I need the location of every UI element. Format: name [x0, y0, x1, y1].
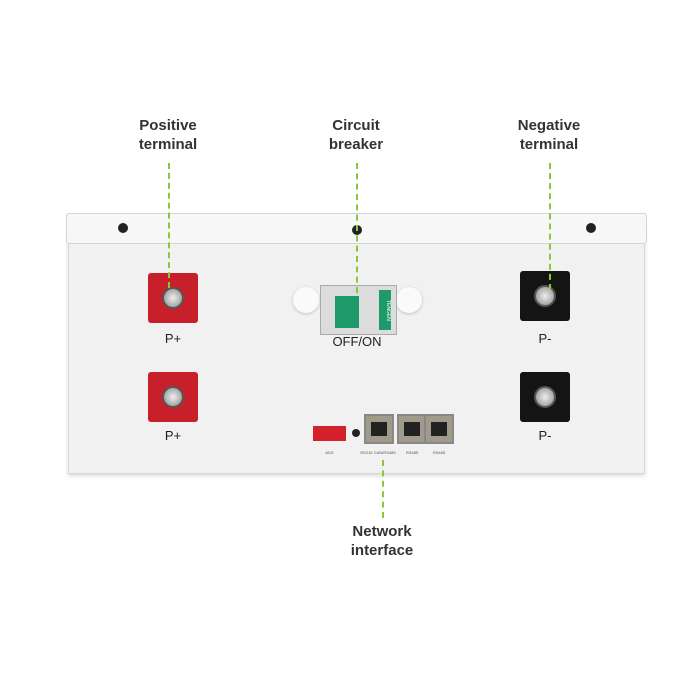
network-interface-callout: Network interface: [312, 522, 452, 560]
callout-text: breaker: [328, 136, 384, 153]
negative-terminal: [520, 271, 570, 321]
screw-icon: [586, 223, 596, 233]
positive-terminal: [148, 372, 198, 422]
negative-terminal-label: P-: [538, 331, 552, 346]
breaker-brand: TENGEN: [379, 290, 391, 330]
circuit-breaker[interactable]: TENGEN: [320, 285, 397, 335]
callout-line: [382, 460, 384, 518]
breaker-mount: [396, 287, 422, 313]
negative-terminal-callout: Negative terminal: [479, 116, 619, 154]
negative-terminal: [520, 372, 570, 422]
negative-terminal-label: P-: [538, 428, 552, 443]
positive-terminal: [148, 273, 198, 323]
callout-text: terminal: [519, 136, 579, 153]
callout-text: terminal: [138, 136, 198, 153]
positive-terminal-label: P+: [164, 428, 182, 443]
positive-terminal-callout: Positive terminal: [98, 116, 238, 154]
dip-switch-label: ADS: [325, 450, 334, 455]
port-label: RS485: [405, 450, 419, 455]
breaker-switch[interactable]: [335, 296, 359, 328]
port-label: RS232 CAN/RS485: [360, 450, 396, 455]
callout-line: [168, 163, 170, 288]
circuit-breaker-callout: Circuit breaker: [286, 116, 426, 154]
callout-line: [549, 163, 551, 290]
reset-button[interactable]: [352, 429, 360, 437]
dip-switch[interactable]: [313, 426, 346, 441]
screw-icon: [118, 223, 128, 233]
ethernet-port[interactable]: [397, 414, 427, 444]
callout-text: Network: [352, 523, 412, 540]
breaker-mount: [293, 287, 319, 313]
ethernet-port[interactable]: [424, 414, 454, 444]
callout-text: Circuit: [332, 117, 380, 134]
callout-line: [356, 163, 358, 293]
callout-text: interface: [350, 542, 414, 559]
positive-terminal-label: P+: [164, 331, 182, 346]
port-label: RS485: [432, 450, 446, 455]
ethernet-port[interactable]: [364, 414, 394, 444]
callout-text: Negative: [517, 117, 581, 134]
breaker-label: OFF/ON: [332, 334, 382, 349]
callout-text: Positive: [139, 117, 197, 134]
